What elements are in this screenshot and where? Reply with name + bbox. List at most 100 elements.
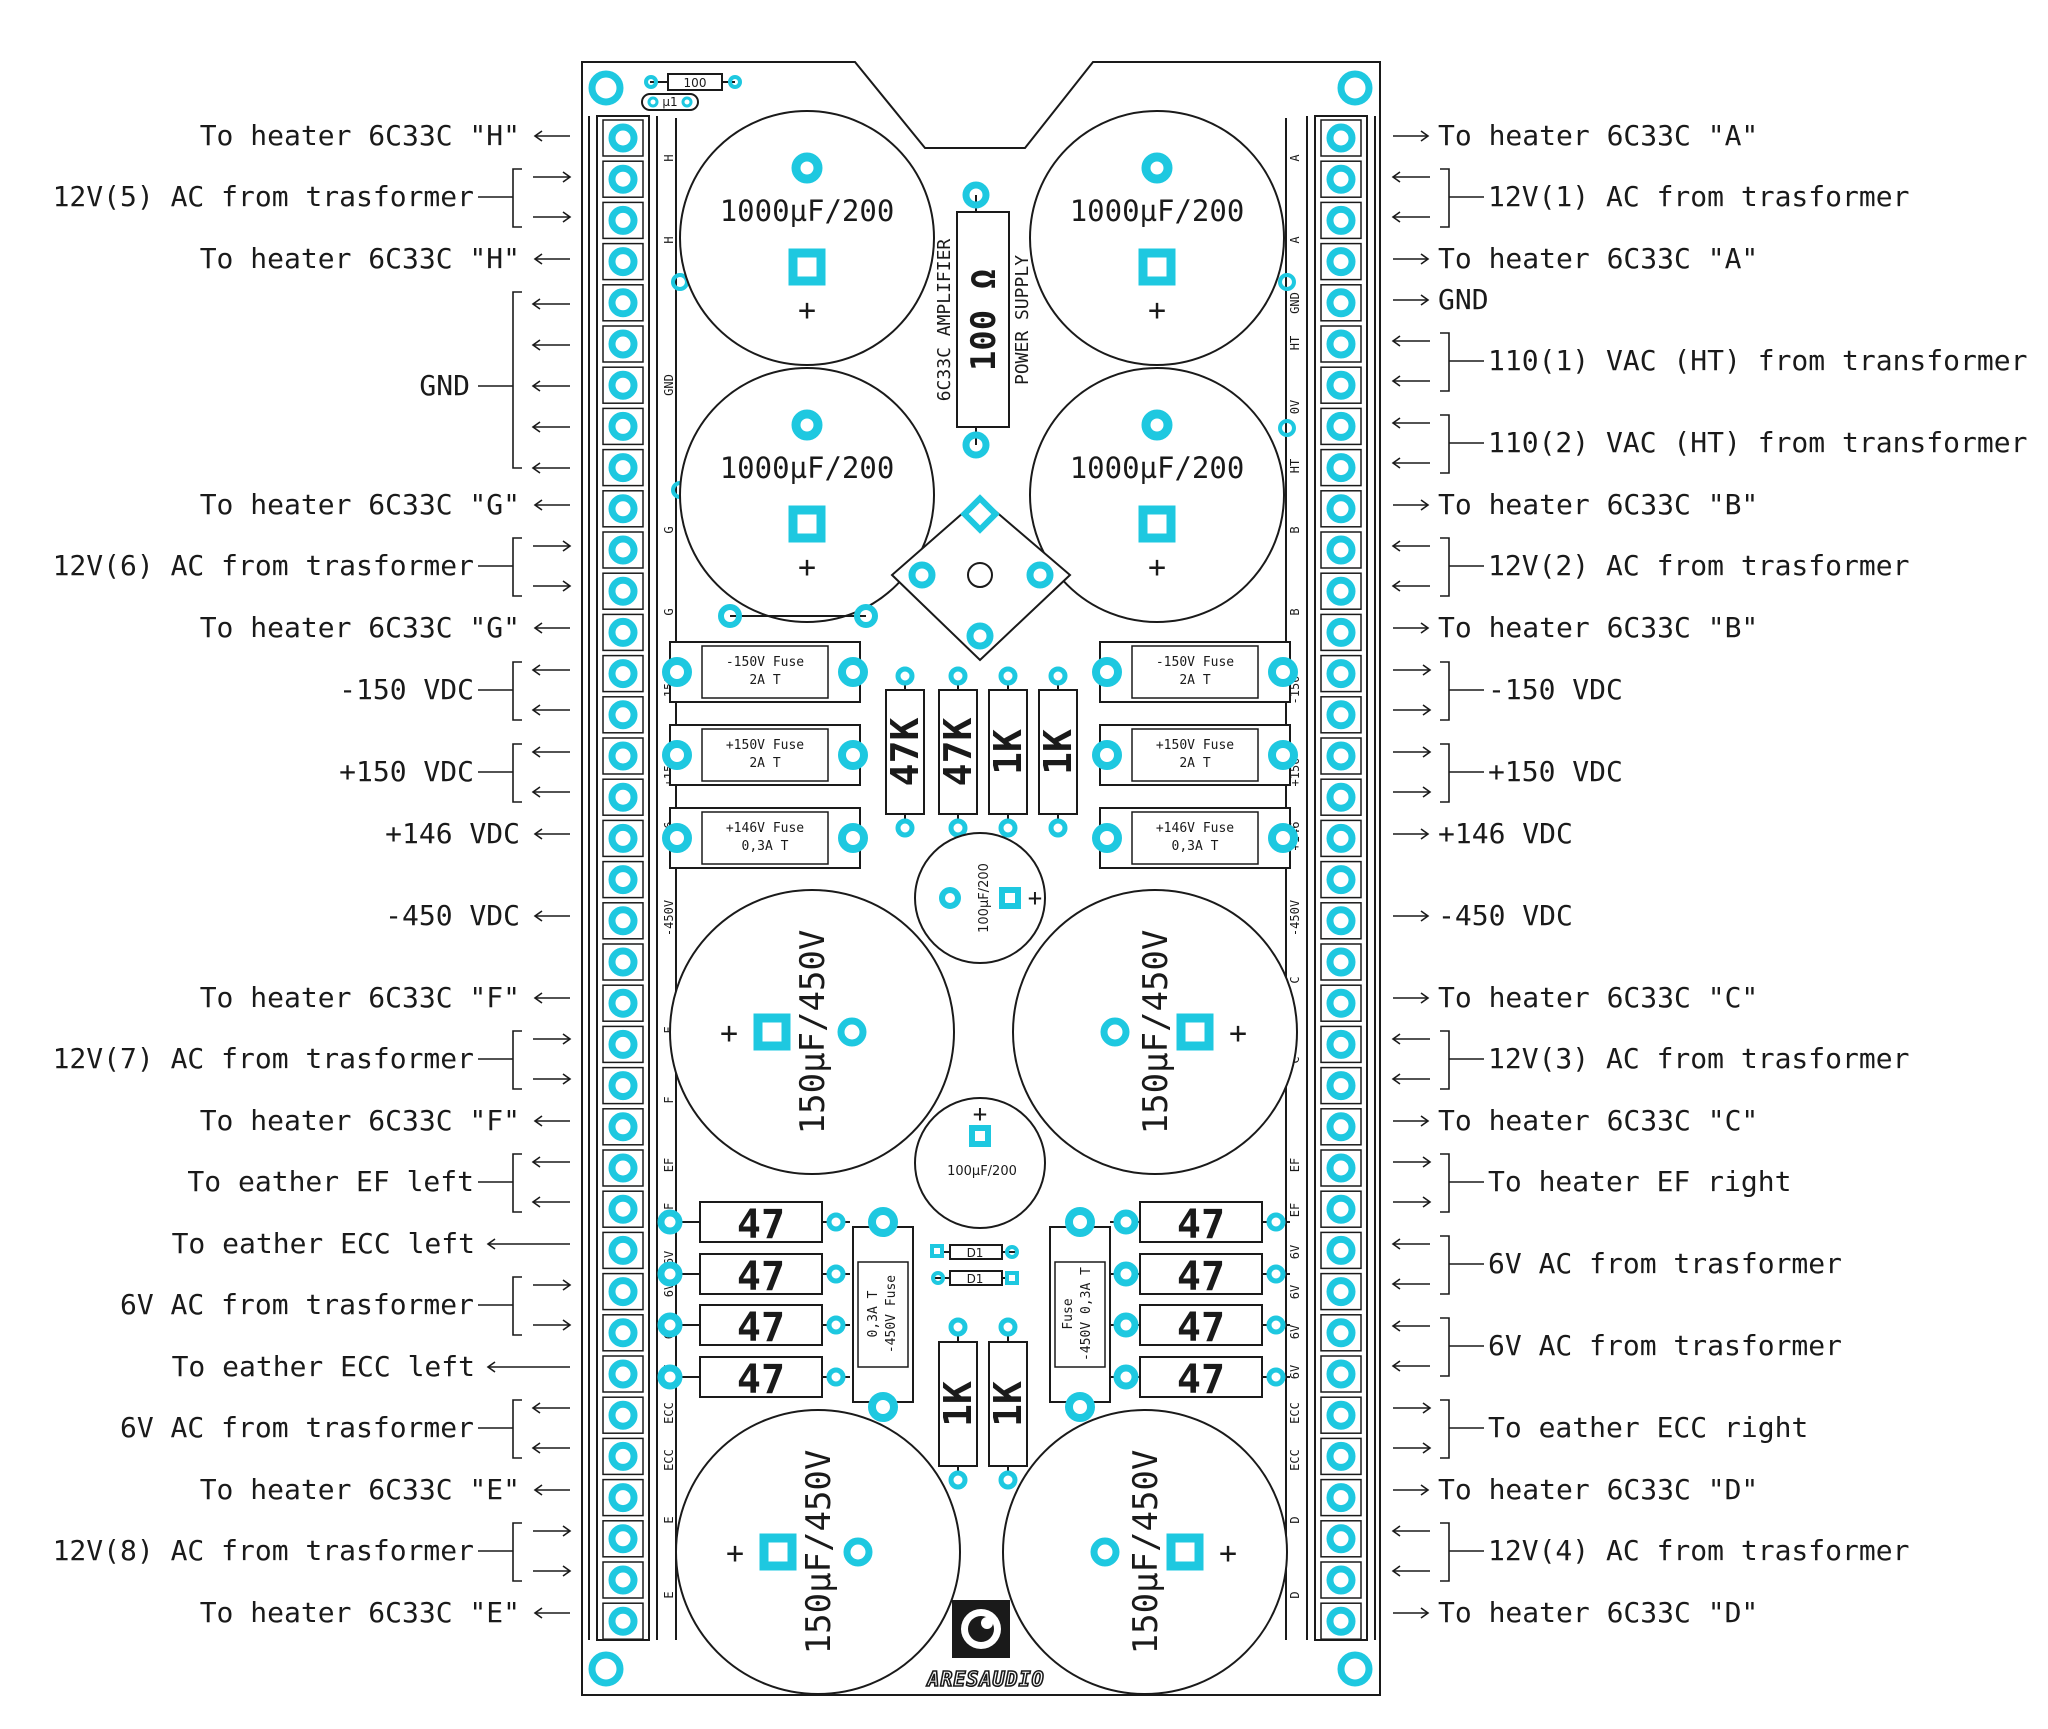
small-cap-bottom-plus: + bbox=[973, 1100, 987, 1128]
left-label-item: 12V(8) AC from trasformer bbox=[53, 1522, 572, 1582]
right-connection-label: -450 VDC bbox=[1438, 899, 1573, 932]
right-connection-label: -150 VDC bbox=[1488, 673, 1623, 706]
capacitor-plus-mark: + bbox=[1148, 550, 1166, 585]
diodes: D1 D1 bbox=[930, 1244, 1019, 1286]
right-label-item: 6V AC from trasformer bbox=[1391, 1235, 1842, 1295]
right-connection-label: 110(1) VAC (HT) from transformer bbox=[1488, 344, 2027, 377]
right-pin-mark: EF bbox=[1288, 1203, 1302, 1217]
jumper-wire bbox=[718, 604, 878, 628]
top-resistor: 100 bbox=[644, 73, 742, 91]
left-terminal-pad bbox=[608, 1441, 638, 1471]
right-pin-mark: HT bbox=[1288, 336, 1302, 350]
right-terminal-pad bbox=[1326, 1359, 1356, 1389]
right-connection-label: To heater 6C33C "D" bbox=[1438, 1473, 1758, 1506]
capacitor-1000uf: 1000µF/200+ bbox=[1029, 367, 1285, 623]
left-connection-label: 12V(7) AC from trasformer bbox=[53, 1042, 474, 1075]
right-terminal-pad bbox=[1326, 1235, 1356, 1265]
left-terminal-pad bbox=[608, 1400, 638, 1430]
right-connection-label: To heater 6C33C "C" bbox=[1438, 1104, 1758, 1137]
right-terminal-pad bbox=[1326, 865, 1356, 895]
fuse-rating: 0,3A T bbox=[866, 1290, 881, 1337]
capacitor-1000uf: 1000µF/200+ bbox=[1029, 110, 1285, 366]
right-terminal-pad bbox=[1326, 741, 1356, 771]
left-terminal-pad bbox=[608, 988, 638, 1018]
top-cap: µ1 bbox=[641, 93, 699, 111]
left-terminal-pad bbox=[608, 288, 638, 318]
left-terminal-pad bbox=[608, 411, 638, 441]
resistor-1k-value: 1K bbox=[936, 1381, 980, 1427]
left-connection-label: +146 VDC bbox=[385, 817, 520, 850]
left-pin-mark: GND bbox=[662, 374, 676, 396]
fuse-rating: 0,3A T bbox=[742, 839, 789, 854]
left-pin-mark: G bbox=[662, 526, 676, 533]
left-label-item: To heater 6C33C "F" bbox=[200, 981, 570, 1014]
left-label-item: To eather EF left bbox=[187, 1153, 570, 1213]
left-connection-label: To heater 6C33C "G" bbox=[200, 488, 520, 521]
resistor-1k-value: 1K bbox=[986, 1381, 1030, 1427]
capacitor-1000uf: 1000µF/200+ bbox=[679, 367, 935, 623]
capacitor-plus-mark: + bbox=[720, 1016, 738, 1051]
right-pin-mark: ECC bbox=[1288, 1449, 1302, 1471]
left-pin-mark: EF bbox=[662, 1158, 676, 1172]
left-label-item: To eather ECC left bbox=[172, 1227, 570, 1260]
board-title: 6C33C AMPLIFIER bbox=[934, 239, 955, 402]
right-terminal-pad bbox=[1326, 1441, 1356, 1471]
right-terminal-pad bbox=[1326, 576, 1356, 606]
capacitor-1000uf-label: 1000µF/200 bbox=[720, 194, 895, 228]
vertical-resistor-value: 47K bbox=[936, 718, 980, 787]
right-connection-label: 6V AC from trasformer bbox=[1488, 1247, 1842, 1280]
right-terminal-pad bbox=[1326, 659, 1356, 689]
right-connection-label: 110(2) VAC (HT) from transformer bbox=[1488, 426, 2027, 459]
right-connection-label: To heater 6C33C "B" bbox=[1438, 611, 1758, 644]
left-terminal-pad bbox=[608, 1606, 638, 1636]
left-terminal-pad bbox=[608, 576, 638, 606]
left-connection-label: 12V(8) AC from trasformer bbox=[53, 1534, 474, 1567]
right-pin-mark: B bbox=[1288, 526, 1302, 533]
small-cap-top: 100µF/200 + bbox=[914, 832, 1046, 964]
fuse-vertical-left: 0,3A T-450V Fuse bbox=[852, 1207, 914, 1422]
left-terminal-pad bbox=[608, 1029, 638, 1059]
right-connection-label: To heater 6C33C "A" bbox=[1438, 119, 1758, 152]
left-connection-label: +150 VDC bbox=[339, 755, 474, 788]
left-label-item: 12V(5) AC from trasformer bbox=[53, 168, 572, 228]
right-terminal-pad bbox=[1326, 617, 1356, 647]
left-terminal-pad bbox=[608, 865, 638, 895]
left-label-item: -150 VDC bbox=[339, 661, 570, 721]
right-terminal-pad bbox=[1326, 700, 1356, 730]
left-connection-label: 6V AC from trasformer bbox=[120, 1288, 474, 1321]
right-terminal-pad bbox=[1326, 205, 1356, 235]
right-terminal-pad bbox=[1326, 1153, 1356, 1183]
left-pin-mark: 6V bbox=[662, 1283, 676, 1297]
capacitor-plus-mark: + bbox=[1219, 1536, 1237, 1571]
right-connection-label: 12V(4) AC from trasformer bbox=[1488, 1534, 1909, 1567]
left-terminal-pad bbox=[608, 247, 638, 277]
left-terminal-pad bbox=[608, 1565, 638, 1595]
left-label-item: -450 VDC bbox=[385, 899, 570, 932]
board-subtitle: POWER SUPPLY bbox=[1012, 255, 1033, 385]
resistor-47-value: 47 bbox=[1177, 1202, 1225, 1248]
capacitor-150uf: +150µF/450V bbox=[1002, 1409, 1288, 1695]
resistor-47-value: 47 bbox=[737, 1305, 785, 1351]
right-label-item: 110(2) VAC (HT) from transformer bbox=[1391, 414, 2027, 474]
right-pin-mark: ECC bbox=[1288, 1402, 1302, 1424]
right-pin-mark: -450V bbox=[1288, 900, 1302, 936]
fuse-rating: 2A T bbox=[749, 673, 780, 688]
right-pin-mark: 6V bbox=[1288, 1365, 1302, 1379]
resistor-47-right: 47 bbox=[1110, 1201, 1290, 1248]
brand-logo: ARESAUDIO bbox=[925, 1600, 1044, 1692]
left-terminal-pad bbox=[608, 164, 638, 194]
fuse-label: +146V Fuse bbox=[1156, 821, 1234, 836]
left-terminal-pad bbox=[608, 741, 638, 771]
right-connection-labels: To heater 6C33C "A" 12V(1) AC from trasfo… bbox=[1391, 119, 2027, 1629]
right-label-item: 12V(1) AC from trasformer bbox=[1391, 168, 1909, 228]
left-label-item: 12V(6) AC from trasformer bbox=[53, 537, 572, 597]
diode-2-label: D1 bbox=[967, 1272, 984, 1286]
capacitor-150uf-label: 150µF/450V bbox=[793, 930, 833, 1135]
left-pin-mark: F bbox=[662, 1096, 676, 1103]
vertical-resistor-value: 1K bbox=[986, 729, 1030, 775]
right-label-item: -150 VDC bbox=[1393, 661, 1623, 721]
left-connection-label: To heater 6C33C "E" bbox=[200, 1596, 520, 1629]
vertical-resistor: 1K bbox=[986, 666, 1030, 838]
